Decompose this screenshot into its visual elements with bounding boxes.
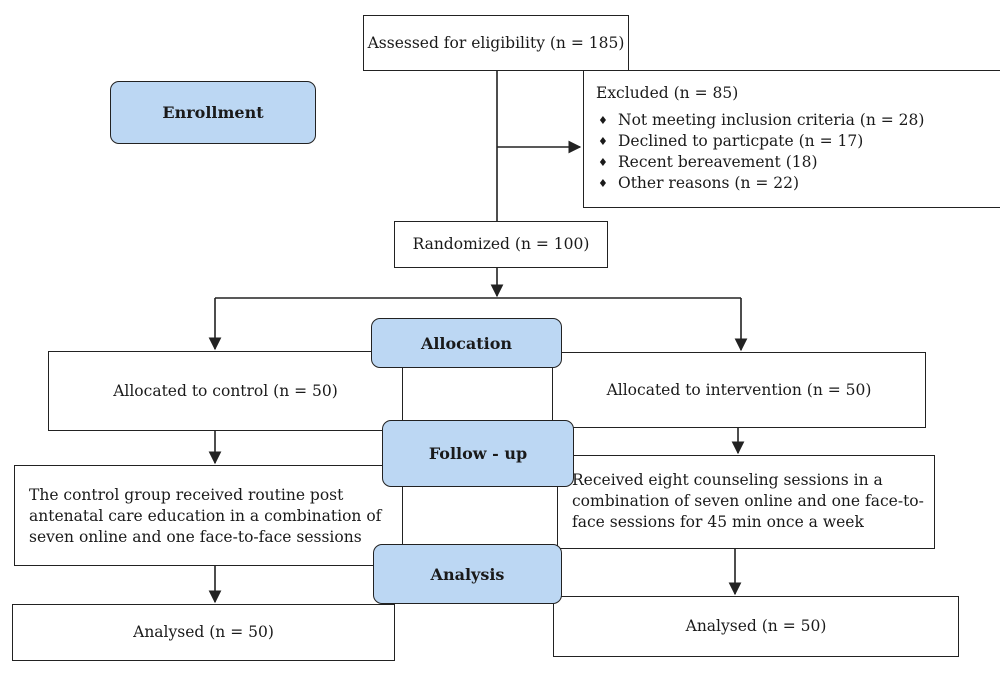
analysed-intervention-box: Analysed (n = 50) <box>553 596 959 657</box>
analysed-control-text: Analysed (n = 50) <box>133 623 274 641</box>
randomized-box: Randomized (n = 100) <box>394 221 608 268</box>
excluded-title: Excluded (n = 85) <box>596 84 739 102</box>
allocated-control-text: Allocated to control (n = 50) <box>113 381 338 400</box>
stage-follow-up-label: Follow - up <box>428 444 528 463</box>
stage-analysis: Analysis <box>373 544 562 604</box>
allocated-control-box: Allocated to control (n = 50) <box>48 351 403 431</box>
stage-allocation: Allocation <box>371 318 562 368</box>
randomized-text: Randomized (n = 100) <box>412 235 590 253</box>
assessed-box: Assessed for eligibility (n = 185) <box>363 15 629 71</box>
control-followup-box: The control group received routine post … <box>14 465 403 566</box>
excluded-box: Excluded (n = 85) Not meeting inclusion … <box>583 70 1000 208</box>
stage-follow-up: Follow - up <box>382 420 574 487</box>
excluded-reasons-list: Not meeting inclusion criteria (n = 28) … <box>596 110 1000 194</box>
excluded-reason: Other reasons (n = 22) <box>596 173 1000 194</box>
allocated-intervention-box: Allocated to intervention (n = 50) <box>552 352 926 428</box>
analysed-control-box: Analysed (n = 50) <box>12 604 395 661</box>
intervention-followup-text: Received eight counseling sessions in a … <box>572 471 924 531</box>
intervention-followup-box: Received eight counseling sessions in a … <box>557 455 935 549</box>
excluded-reason: Recent bereavement (18) <box>596 152 1000 173</box>
excluded-reason: Declined to particpate (n = 17) <box>596 131 1000 152</box>
stage-enrollment-label: Enrollment <box>162 103 264 122</box>
assessed-text: Assessed for eligibility (n = 185) <box>367 33 625 52</box>
stage-enrollment: Enrollment <box>110 81 316 144</box>
stage-analysis-label: Analysis <box>430 564 505 584</box>
analysed-intervention-text: Analysed (n = 50) <box>685 617 827 635</box>
control-followup-text: The control group received routine post … <box>29 486 382 546</box>
stage-allocation-label: Allocation <box>420 333 513 353</box>
allocated-intervention-text: Allocated to intervention (n = 50) <box>606 380 872 399</box>
excluded-reason: Not meeting inclusion criteria (n = 28) <box>596 110 1000 131</box>
